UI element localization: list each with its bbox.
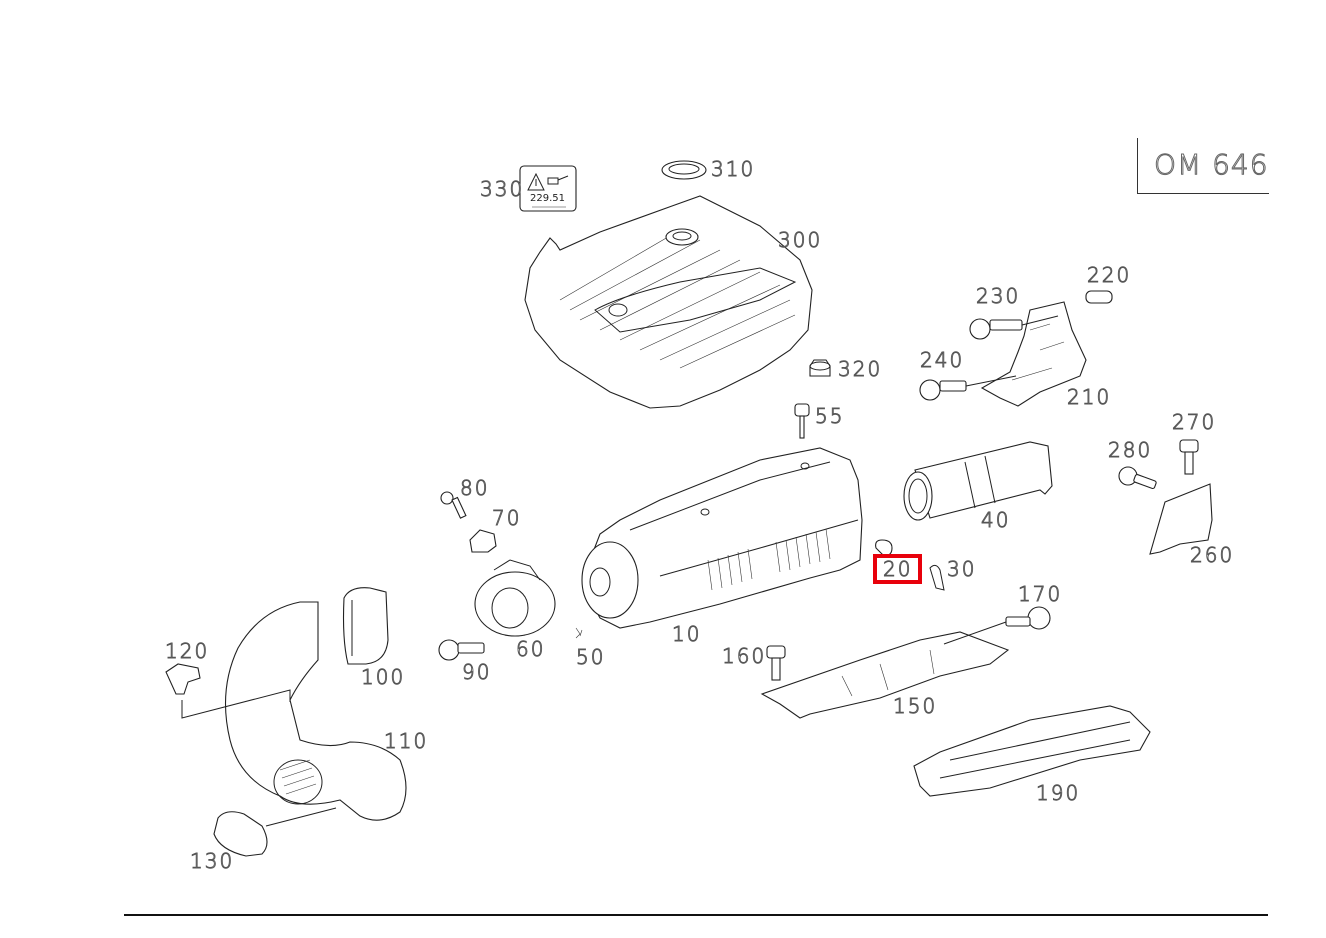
- part-110-intake-duct[interactable]: [224, 601, 407, 821]
- part-320-nut[interactable]: [809, 359, 831, 377]
- callout-80[interactable]: 80: [460, 476, 490, 500]
- part-280-bolt[interactable]: [1118, 466, 1157, 490]
- part-10-air-filter-housing[interactable]: [581, 447, 863, 629]
- footer-divider: [124, 914, 1268, 916]
- part-150-heat-shield[interactable]: [760, 631, 1010, 719]
- part-310-seal-ring[interactable]: [661, 160, 707, 180]
- part-240-bolt[interactable]: [919, 375, 1017, 401]
- callout-30[interactable]: 30: [947, 557, 977, 581]
- part-260-heat-shield[interactable]: [1149, 483, 1213, 555]
- callout-230[interactable]: 230: [976, 284, 1021, 308]
- part-55-screw[interactable]: [794, 403, 810, 439]
- part-70-connector[interactable]: [469, 529, 497, 553]
- part-160-bolt[interactable]: [766, 645, 786, 681]
- callout-190[interactable]: 190: [1036, 781, 1081, 805]
- part-50-clip[interactable]: [575, 627, 583, 639]
- callout-270[interactable]: 270: [1172, 410, 1217, 434]
- callout-40[interactable]: 40: [981, 508, 1011, 532]
- callout-50[interactable]: 50: [576, 645, 606, 669]
- callout-10[interactable]: 10: [672, 622, 702, 646]
- callout-130[interactable]: 130: [190, 849, 235, 873]
- callout-330[interactable]: 330: [480, 177, 525, 201]
- callout-300[interactable]: 300: [778, 228, 823, 252]
- callout-310[interactable]: 310: [711, 157, 756, 181]
- callout-90[interactable]: 90: [462, 660, 492, 684]
- callout-170[interactable]: 170: [1018, 582, 1063, 606]
- part-80-screw[interactable]: [440, 491, 467, 519]
- callout-70[interactable]: 70: [492, 506, 522, 530]
- callout-320[interactable]: 320: [838, 357, 883, 381]
- part-90-bolt[interactable]: [438, 639, 485, 661]
- callout-210[interactable]: 210: [1067, 385, 1112, 409]
- part-170-bolt[interactable]: [943, 606, 1051, 645]
- part-40-air-filter-element[interactable]: [903, 441, 1053, 521]
- part-330-warning-label[interactable]: 229.51: [519, 165, 577, 212]
- callout-100[interactable]: 100: [361, 665, 406, 689]
- part-300-engine-cover[interactable]: [524, 195, 813, 409]
- part-230-bolt[interactable]: [969, 315, 1059, 340]
- callout-160[interactable]: 160: [722, 644, 767, 668]
- part-130-end-cap[interactable]: [213, 807, 337, 857]
- callout-120[interactable]: 120: [165, 639, 210, 663]
- callout-55[interactable]: 55: [815, 404, 845, 428]
- part-190-underbody-cover[interactable]: [913, 705, 1151, 797]
- model-designation-box: OM 646: [1137, 138, 1269, 194]
- model-label: OM 646: [1154, 148, 1269, 182]
- part-220-sleeve[interactable]: [1085, 290, 1113, 304]
- part-120-clip[interactable]: [165, 663, 291, 719]
- part-210-bracket[interactable]: [980, 301, 1087, 407]
- callout-260[interactable]: 260: [1190, 543, 1235, 567]
- part-60-throttle-body[interactable]: [474, 559, 556, 637]
- callout-110[interactable]: 110: [384, 729, 429, 753]
- callout-150[interactable]: 150: [893, 694, 938, 718]
- label-330-text: 229.51: [530, 193, 565, 204]
- callout-240[interactable]: 240: [920, 348, 965, 372]
- callout-60[interactable]: 60: [516, 637, 546, 661]
- part-100-resonator-bracket[interactable]: [342, 587, 389, 665]
- callout-280[interactable]: 280: [1108, 438, 1153, 462]
- part-30-clamp[interactable]: [929, 564, 945, 591]
- part-20-clip[interactable]: [875, 539, 893, 557]
- part-270-bolt[interactable]: [1179, 439, 1199, 475]
- callout-220[interactable]: 220: [1087, 263, 1132, 287]
- callout-20[interactable]: 20: [872, 554, 923, 584]
